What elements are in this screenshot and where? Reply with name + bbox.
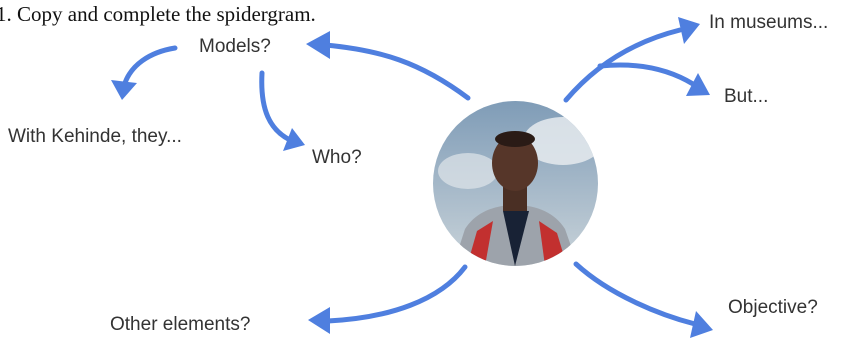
node-with-kehinde: With Kehinde, they... (8, 126, 182, 147)
node-models: Models? (199, 36, 271, 57)
portrait-photo (433, 101, 598, 266)
arrow-to-but (597, 62, 696, 87)
arrow-head-with-kehinde (111, 80, 137, 100)
portrait-image (433, 101, 598, 266)
arrow-to-who (259, 70, 293, 143)
arrow-head-but (686, 73, 710, 96)
node-in-museums: In museums... (709, 12, 829, 33)
node-who: Who? (312, 147, 362, 168)
node-but: But... (724, 86, 769, 107)
arrow-to-with-kehinde (121, 45, 178, 89)
instruction-text: 1. Copy and complete the spidergram. (0, 2, 316, 26)
arrow-head-in-museums (678, 17, 700, 44)
arrow-to-in-museums (563, 27, 683, 103)
arrow-to-models (322, 42, 471, 101)
arrow-head-who (283, 128, 305, 151)
arrow-head-models (306, 31, 330, 59)
arrow-head-other-elements (308, 307, 330, 334)
arrow-to-objective (573, 261, 698, 327)
arrow-to-other-elements (325, 264, 468, 324)
node-other-elements: Other elements? (110, 314, 251, 335)
node-objective: Objective? (728, 297, 818, 318)
arrow-head-objective (690, 311, 713, 338)
